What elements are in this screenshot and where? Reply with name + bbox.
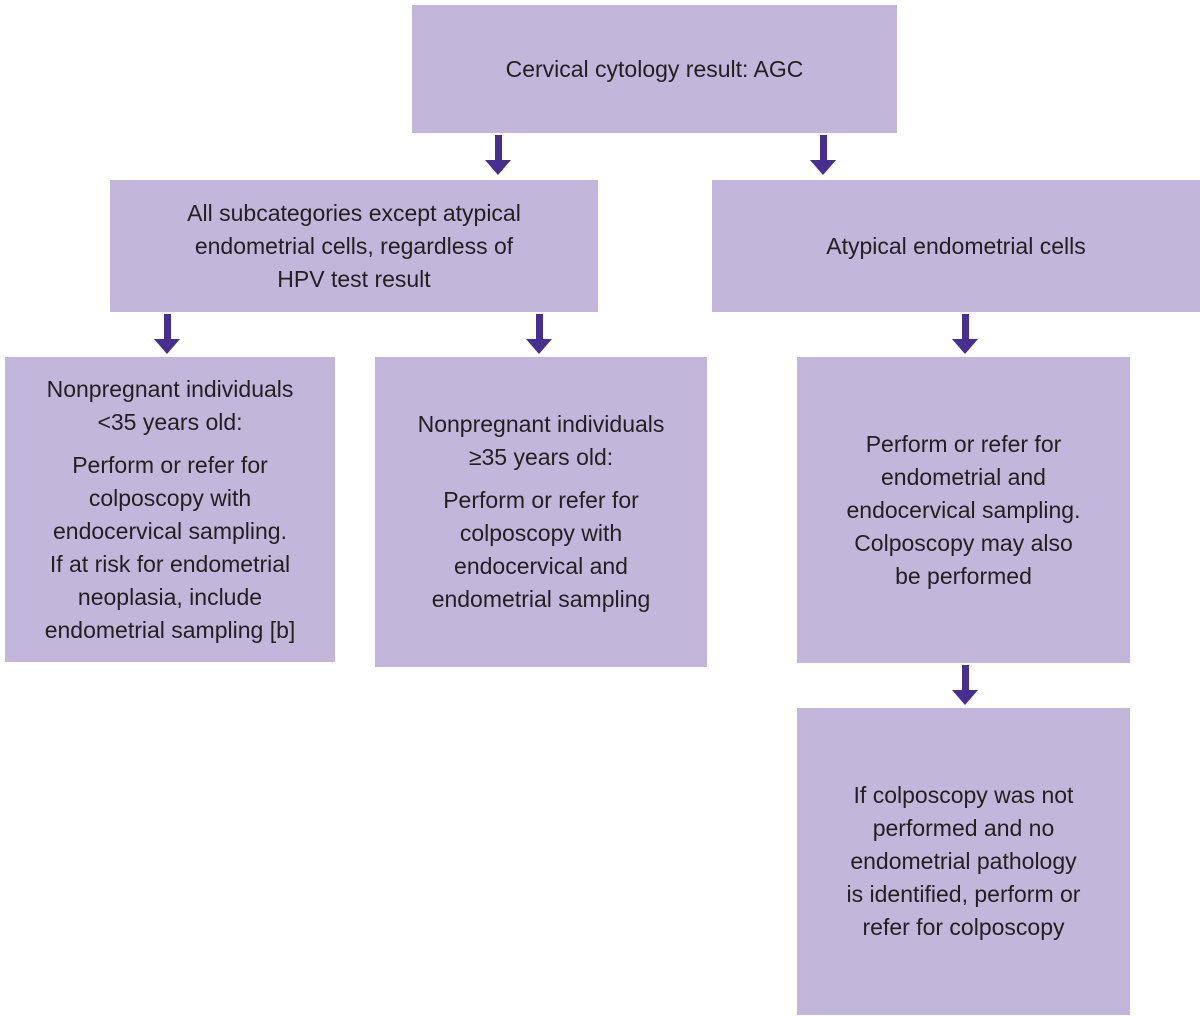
node-label: All subcategories except atypical endome…: [187, 199, 521, 292]
arrow-stem: [961, 314, 969, 339]
node-cervical-cytology-result: Cervical cytology result: AGC: [412, 5, 897, 133]
node-perform-endometrial-endocervical-sampling: Perform or refer for endometrial and end…: [797, 357, 1130, 663]
node-if-colposcopy-not-performed: If colposcopy was not performed and no e…: [797, 708, 1130, 1015]
arrow-down-icon: [952, 314, 978, 354]
arrow-down-icon: [952, 665, 978, 705]
node-label: Atypical endometrial cells: [826, 232, 1086, 259]
arrow-down-icon: [810, 135, 836, 175]
node-body: Perform or refer for colposcopy with end…: [431, 487, 651, 612]
node-label: Cervical cytology result: AGC: [505, 55, 804, 82]
arrow-head: [952, 339, 978, 354]
node-all-subcategories-except-atypical: All subcategories except atypical endome…: [110, 180, 598, 312]
arrow-stem: [961, 665, 969, 690]
arrow-stem: [163, 314, 171, 339]
node-body: Perform or refer for colposcopy with end…: [44, 451, 296, 643]
node-atypical-endometrial-cells: Atypical endometrial cells: [712, 180, 1200, 312]
node-nonpregnant-under-35: Nonpregnant individuals <35 years old: P…: [5, 357, 335, 662]
node-label: If colposcopy was not performed and no e…: [846, 782, 1081, 940]
node-nonpregnant-35-and-over: Nonpregnant individuals ≥35 years old: P…: [375, 357, 707, 667]
arrow-head: [526, 339, 552, 354]
arrow-stem: [535, 314, 543, 339]
arrow-down-icon: [526, 314, 552, 354]
arrow-down-icon: [154, 314, 180, 354]
node-label: Perform or refer for endometrial and end…: [846, 430, 1081, 589]
arrow-stem: [494, 135, 502, 160]
arrow-head: [810, 160, 836, 175]
arrow-head: [154, 339, 180, 354]
arrow-stem: [819, 135, 827, 160]
node-heading: Nonpregnant individuals <35 years old:: [46, 375, 294, 435]
arrow-head: [485, 160, 511, 175]
arrow-down-icon: [485, 135, 511, 175]
node-heading: Nonpregnant individuals ≥35 years old:: [417, 411, 665, 470]
arrow-head: [952, 690, 978, 705]
